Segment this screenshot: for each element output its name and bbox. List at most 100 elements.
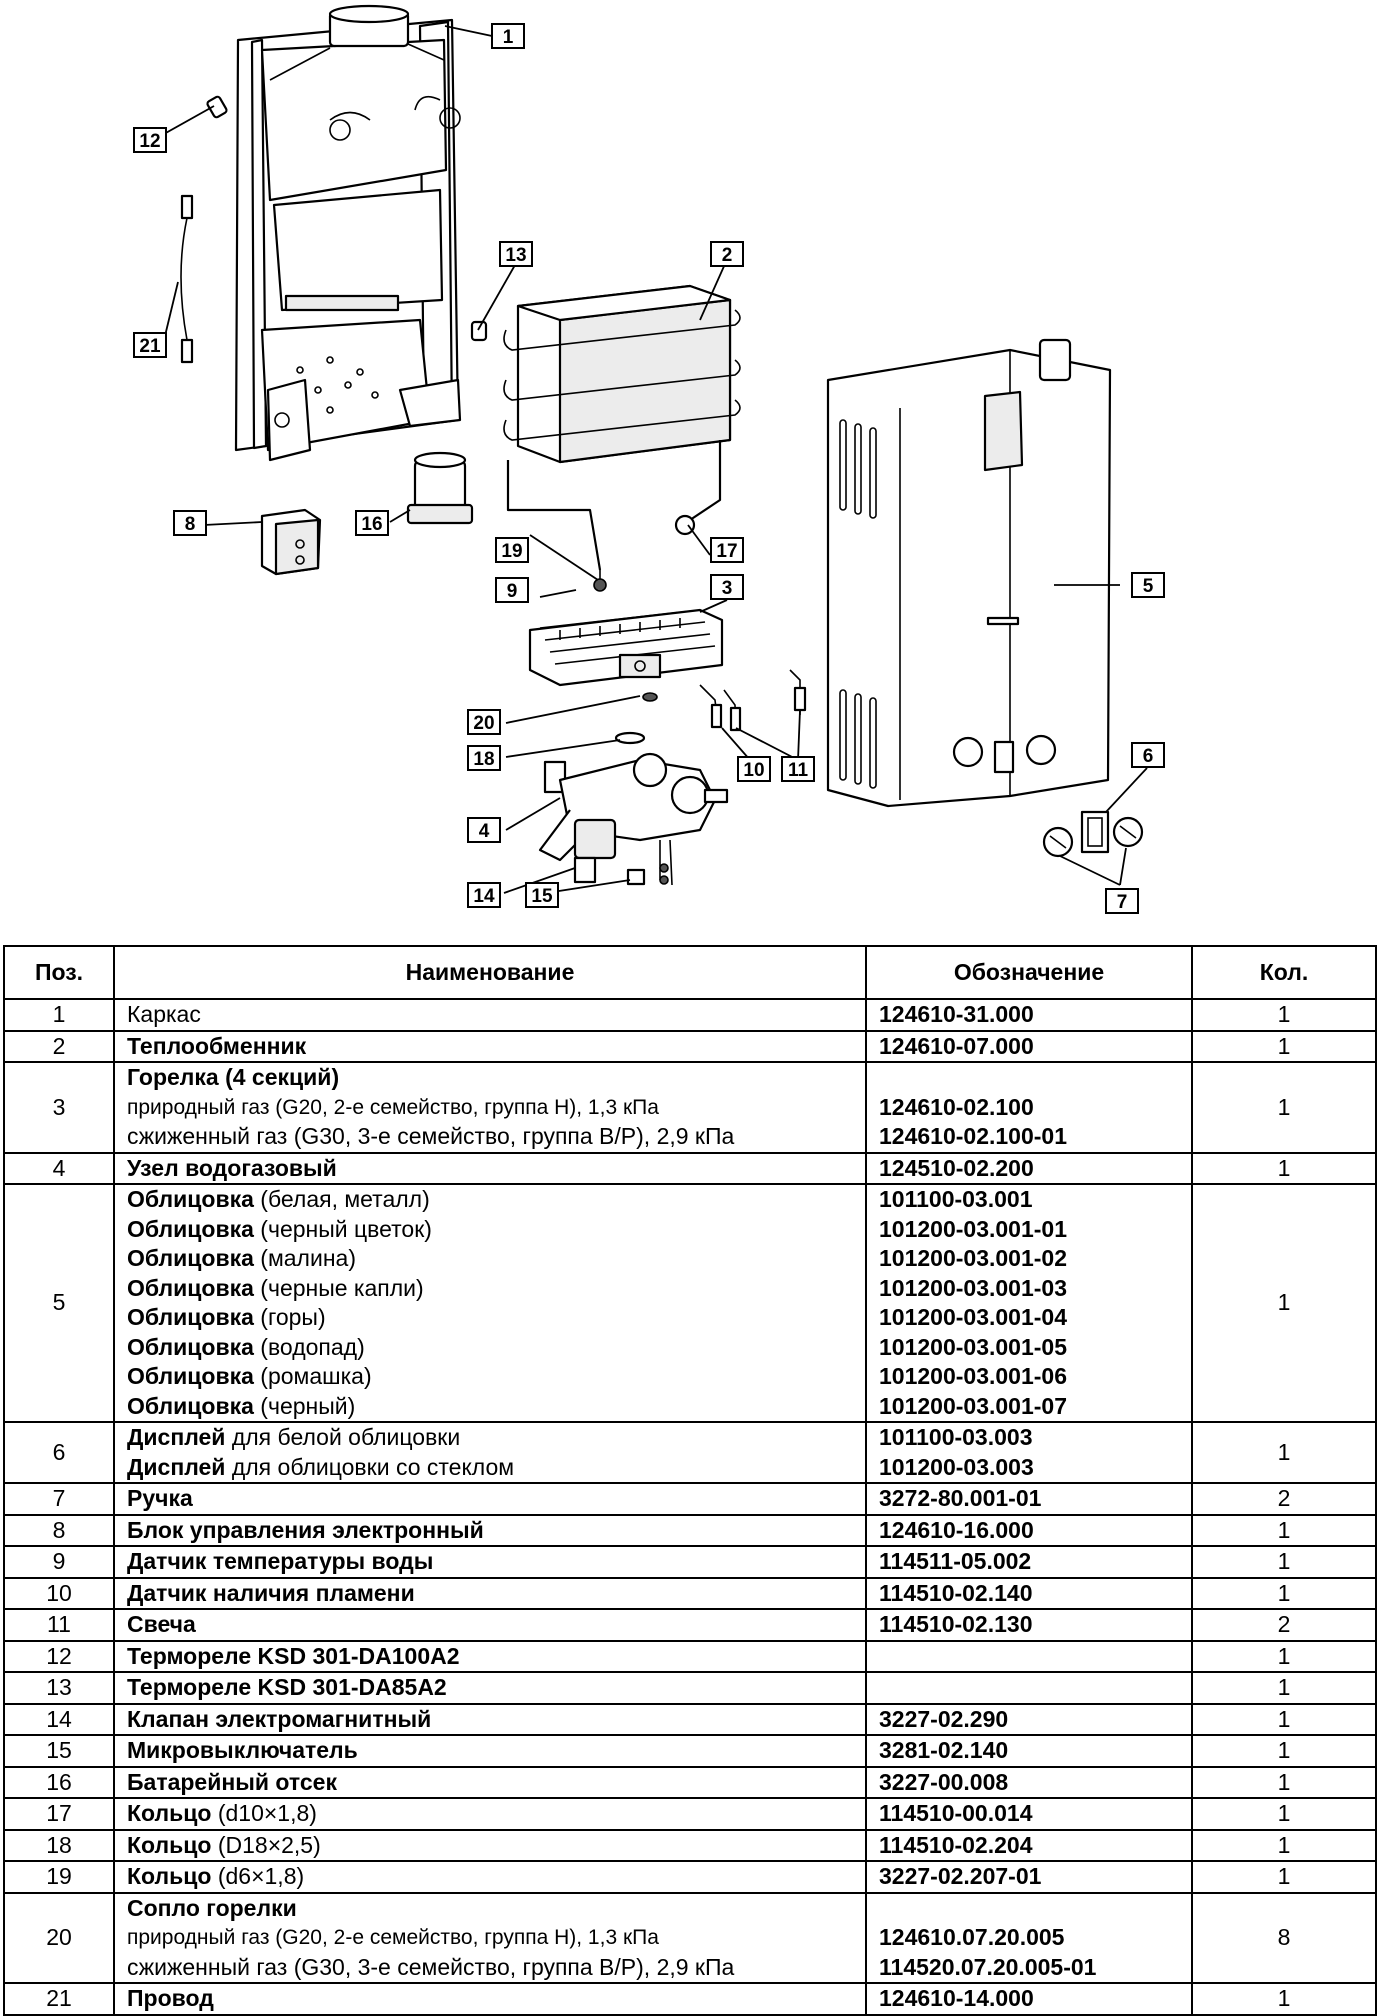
cell-name: Батарейный отсек xyxy=(113,1765,867,1799)
cell-qty: 1 xyxy=(1191,998,1377,1032)
cell-code: 114510-02.130 xyxy=(865,1608,1193,1642)
cell-code: 114510-02.140 xyxy=(865,1576,1193,1610)
cell-code: 114511-05.002 xyxy=(865,1545,1193,1579)
part-spark-plug xyxy=(789,669,807,715)
cell-code: 3272-80.001-01 xyxy=(865,1482,1193,1516)
name-line: сжиженный газ (G30, 3-е семейство, групп… xyxy=(127,1953,853,1983)
code-line: 124610-02.100-01 xyxy=(879,1123,1067,1149)
callout-4: 4 xyxy=(467,817,501,843)
name-line: сжиженный газ (G30, 3-е семейство, групп… xyxy=(127,1122,853,1152)
cell-name: Ручка xyxy=(113,1482,867,1516)
cell-qty: 1 xyxy=(1191,1061,1377,1154)
name-main: Свеча xyxy=(127,1611,196,1637)
part-display xyxy=(1080,810,1110,854)
code-line xyxy=(879,1894,1179,1924)
name-extra: (белая, металл) xyxy=(253,1186,430,1212)
part-control-block xyxy=(260,508,322,576)
name-main: Облицовка xyxy=(127,1304,254,1330)
code-line: 101200-03.001-03 xyxy=(879,1274,1067,1301)
cell-name: Блок управления электронный xyxy=(113,1513,867,1547)
callout-19: 19 xyxy=(495,537,529,563)
callout-label: 11 xyxy=(788,760,809,781)
code-line xyxy=(879,1642,1179,1672)
cell-pos: 4 xyxy=(3,1151,115,1185)
cell-name: Каркас xyxy=(113,998,867,1032)
code-line: 101200-03.001-07 xyxy=(879,1392,1067,1419)
part-frame xyxy=(234,4,462,462)
code-line: 101200-03.003 xyxy=(879,1453,1034,1480)
callout-1: 1 xyxy=(491,23,525,49)
name-extra: (черный цветок) xyxy=(253,1215,432,1242)
callout-12: 12 xyxy=(133,127,167,153)
cell-name: Термореле KSD 301-DA100A2 xyxy=(113,1639,867,1673)
cell-code: 3227-02.207-01 xyxy=(865,1860,1193,1894)
name-extra: (водопад) xyxy=(253,1333,365,1360)
name-line: Облицовка (ромашка) xyxy=(127,1362,853,1392)
name-line: Провод xyxy=(127,1984,853,2014)
name-main: Облицовка xyxy=(127,1274,254,1301)
name-main: Облицовка xyxy=(127,1333,254,1360)
cell-name: Датчик температуры воды xyxy=(113,1545,867,1579)
callout-label: 17 xyxy=(716,541,737,562)
callout-label: 2 xyxy=(722,245,733,266)
callout-label: 8 xyxy=(185,514,196,535)
cell-qty: 1 xyxy=(1191,1513,1377,1547)
name-line: Каркас xyxy=(127,1000,853,1030)
cell-pos: 20 xyxy=(3,1891,115,1984)
cell-name: Термореле KSD 301-DA85A2 xyxy=(113,1671,867,1705)
name-line: Термореле KSD 301-DA85A2 xyxy=(127,1673,853,1703)
name-main: Ручка xyxy=(127,1485,193,1511)
name-main: Кольцо xyxy=(127,1863,212,1889)
cell-name: Кольцо (D18×2,5) xyxy=(113,1828,867,1862)
name-line: Датчик температуры воды xyxy=(127,1547,853,1577)
cell-code: 114510-00.014 xyxy=(865,1797,1193,1831)
cell-pos: 18 xyxy=(3,1828,115,1862)
callout-label: 7 xyxy=(1117,892,1128,913)
name-main: природный газ (G20, 2-е семейство, групп… xyxy=(127,1926,659,1949)
name-main: Каркас xyxy=(127,1001,201,1027)
cell-name: Кольцо (d6×1,8) xyxy=(113,1860,867,1894)
name-line: Ручка xyxy=(127,1484,853,1514)
cell-name: Датчик наличия пламени xyxy=(113,1576,867,1610)
name-line: Свеча xyxy=(127,1610,853,1640)
callout-label: 14 xyxy=(473,886,495,907)
name-main: Батарейный отсек xyxy=(127,1768,337,1795)
name-main: Облицовка xyxy=(127,1186,254,1212)
cell-qty: 1 xyxy=(1191,1671,1377,1705)
name-line: Теплообменник xyxy=(127,1032,853,1062)
callout-label: 1 xyxy=(503,27,514,48)
name-line: Облицовка (черный цветок) xyxy=(127,1215,853,1245)
code-line: 101200-03.001-05 xyxy=(879,1333,1067,1360)
callout-label: 10 xyxy=(743,760,764,781)
header-pos: Поз. xyxy=(3,945,115,1000)
name-extra: (D18×2,5) xyxy=(211,1831,321,1858)
cell-name: Узел водогазовый xyxy=(113,1151,867,1185)
code-line: 114510-00.014 xyxy=(879,1800,1033,1826)
part-microswitch xyxy=(626,868,646,886)
callout-label: 15 xyxy=(531,886,553,907)
cell-pos: 9 xyxy=(3,1545,115,1579)
cell-pos: 2 xyxy=(3,1029,115,1063)
name-main: сжиженный газ (G30, 3-е семейство, групп… xyxy=(127,1123,735,1149)
callout-15: 15 xyxy=(525,882,559,908)
cell-pos: 15 xyxy=(3,1734,115,1768)
callout-label: 19 xyxy=(501,541,522,562)
code-line xyxy=(879,1063,1179,1093)
code-line: 124510-02.200 xyxy=(879,1154,1034,1181)
name-line: Облицовка (черные капли) xyxy=(127,1274,853,1304)
code-line: 3272-80.001-01 xyxy=(879,1485,1042,1511)
name-extra: для облицовки со стеклом xyxy=(225,1453,515,1480)
code-line: 101100-03.003 xyxy=(879,1424,1033,1450)
name-line: Дисплей для белой облицовки xyxy=(127,1423,853,1453)
cell-name: Провод xyxy=(113,1982,867,2016)
name-line: Горелка (4 секций) xyxy=(127,1063,853,1093)
